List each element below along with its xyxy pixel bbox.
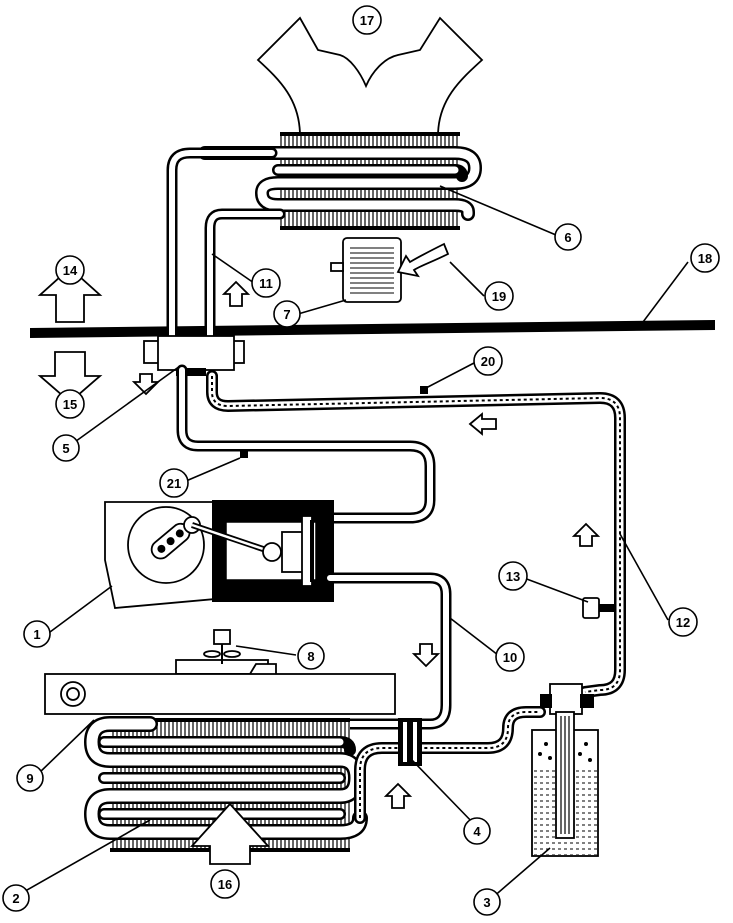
heat-exhaust-arrows	[256, 16, 484, 137]
svg-text:15: 15	[63, 397, 77, 412]
callout-3: 3	[473, 888, 501, 916]
callout-5: 5	[52, 434, 80, 462]
flow-up-arrow-right	[571, 522, 601, 547]
airflow-into-evaporator-arrow	[189, 802, 271, 865]
callout-18: 18	[690, 243, 720, 273]
svg-text:2: 2	[12, 891, 19, 906]
svg-text:8: 8	[307, 649, 314, 664]
callout-8: 8	[297, 642, 325, 670]
callout-4: 4	[463, 817, 491, 845]
callout-21: 21	[159, 468, 189, 498]
evaporator-fan-motor	[175, 629, 277, 677]
svg-text:1: 1	[33, 627, 40, 642]
svg-text:6: 6	[564, 230, 571, 245]
filter-drier	[398, 718, 422, 766]
svg-text:21: 21	[167, 476, 181, 491]
svg-text:14: 14	[63, 263, 78, 278]
evaporator-inlet-line	[354, 706, 546, 824]
callout-7: 7	[273, 300, 301, 328]
callout-12: 12	[668, 607, 698, 637]
bulkhead-line	[30, 320, 715, 338]
condenser	[198, 132, 482, 230]
svg-text:13: 13	[506, 569, 520, 584]
callout-15: 15	[55, 389, 85, 419]
heat-down-arrow	[37, 351, 103, 404]
svg-text:4: 4	[473, 824, 481, 839]
svg-text:17: 17	[360, 13, 374, 28]
condenser-fan	[330, 237, 402, 303]
svg-text:19: 19	[492, 289, 506, 304]
leader-lines	[19, 185, 689, 899]
callout-9: 9	[16, 764, 44, 792]
callout-1: 1	[23, 620, 51, 648]
callout-2: 2	[2, 884, 30, 912]
svg-text:10: 10	[503, 650, 517, 665]
callout-6: 6	[554, 223, 582, 251]
sight-glass	[582, 597, 615, 619]
svg-text:20: 20	[481, 354, 495, 369]
svg-text:16: 16	[218, 877, 232, 892]
callout-13: 13	[498, 561, 528, 591]
receiver-tank	[531, 683, 599, 857]
suction-line	[176, 364, 436, 524]
service-valve	[143, 335, 245, 376]
callout-19: 19	[484, 281, 514, 311]
liquid-line	[206, 370, 626, 698]
svg-text:9: 9	[26, 771, 33, 786]
flow-up-arrow-upper	[221, 280, 251, 307]
condenser-pipes	[166, 147, 286, 351]
flow-left-arrow	[468, 412, 497, 436]
svg-text:18: 18	[698, 251, 712, 266]
svg-text:11: 11	[259, 276, 273, 291]
svg-text:5: 5	[62, 441, 69, 456]
callout-16: 16	[210, 869, 240, 899]
callout-10: 10	[495, 642, 525, 672]
airflow-into-fan-arrow	[396, 242, 450, 278]
callout-20: 20	[473, 346, 503, 376]
heat-up-arrow	[37, 266, 103, 323]
callout-14: 14	[55, 255, 85, 285]
discharge-line	[144, 572, 452, 730]
flow-down-arrow-valve	[131, 373, 161, 396]
callout-17: 17	[352, 5, 382, 35]
svg-text:12: 12	[676, 615, 690, 630]
flow-down-arrow-lower	[411, 643, 441, 668]
svg-text:3: 3	[483, 895, 490, 910]
compressor	[104, 500, 334, 609]
evaporator-housing	[44, 673, 396, 715]
callout-11: 11	[251, 268, 281, 298]
svg-text:7: 7	[283, 307, 290, 322]
flow-up-arrow-lower	[383, 782, 413, 809]
